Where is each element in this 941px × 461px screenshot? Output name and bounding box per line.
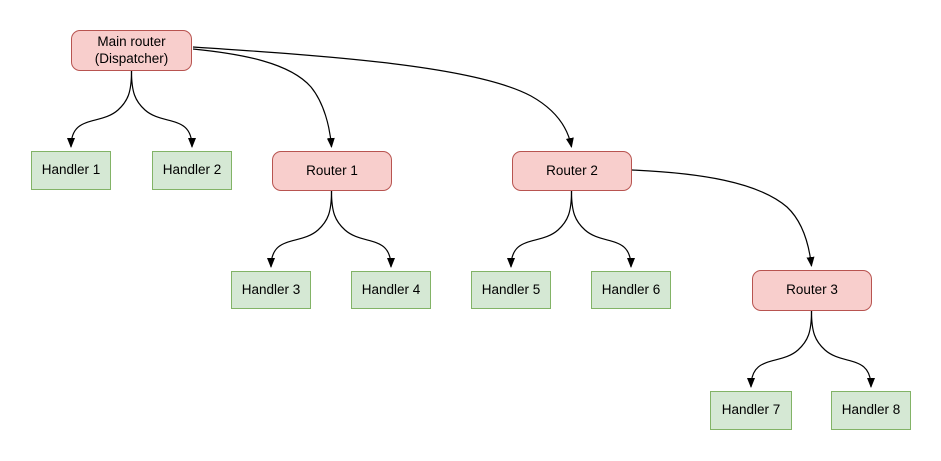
node-handler-1[interactable]: Handler 1	[31, 151, 111, 190]
edge-router-2-to-handler-6	[570, 190, 635, 268]
node-handler-2[interactable]: Handler 2	[152, 151, 232, 190]
node-router-1[interactable]: Router 1	[272, 151, 392, 191]
edge-router-2-to-router-3	[631, 169, 815, 267]
edge-router-1-to-handler-3	[267, 190, 333, 268]
node-handler-3[interactable]: Handler 3	[231, 271, 311, 309]
edge-router-1-to-handler-4	[330, 190, 395, 268]
edge-main-router-to-handler-1	[67, 70, 133, 148]
node-router-3[interactable]: Router 3	[752, 270, 872, 311]
node-handler-4[interactable]: Handler 4	[351, 271, 431, 309]
edge-router-3-to-handler-7	[747, 310, 813, 388]
node-router-2[interactable]: Router 2	[512, 151, 632, 191]
edge-router-3-to-handler-8	[810, 310, 875, 388]
node-handler-5[interactable]: Handler 5	[471, 271, 551, 309]
edge-main-router-to-router-1	[192, 48, 335, 148]
node-main-router[interactable]: Main router (Dispatcher)	[71, 30, 192, 71]
edge-main-router-to-handler-2	[130, 70, 196, 148]
node-handler-7[interactable]: Handler 7	[710, 391, 792, 430]
edge-router-2-to-handler-5	[507, 190, 573, 268]
node-handler-6[interactable]: Handler 6	[591, 271, 671, 309]
edge-main-router-to-router-2	[192, 46, 574, 148]
node-handler-8[interactable]: Handler 8	[831, 391, 911, 430]
